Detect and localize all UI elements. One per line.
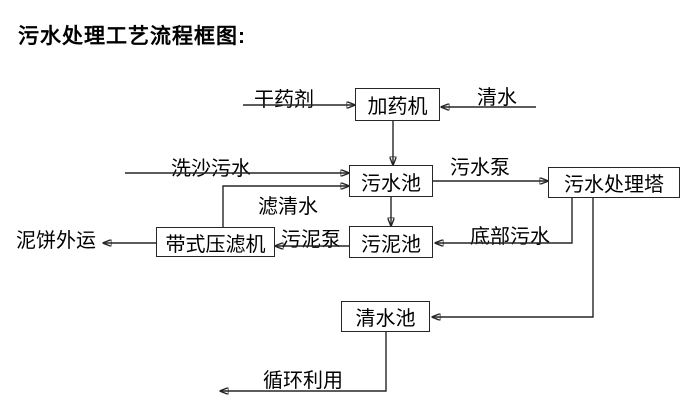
label-sludge-pump: 污泥泵 bbox=[281, 229, 341, 251]
node-sewage-pool-label: 污水池 bbox=[361, 172, 421, 195]
label-recycle: 循环利用 bbox=[263, 370, 343, 392]
page-title: 污水处理工艺流程框图: bbox=[18, 25, 246, 48]
node-dosing-machine-label: 加药机 bbox=[367, 96, 428, 118]
node-sludge-pool-label: 污泥池 bbox=[361, 233, 421, 256]
node-belt-filter-press-label: 带式压滤机 bbox=[165, 233, 266, 256]
node-clean-water-pool-label: 清水池 bbox=[355, 308, 416, 330]
node-sludge-pool: 污泥池 bbox=[349, 226, 433, 258]
node-treatment-tower-label: 污水处理塔 bbox=[564, 174, 664, 196]
label-filtered-water: 滤清水 bbox=[258, 196, 318, 218]
node-clean-water-pool: 清水池 bbox=[341, 301, 430, 332]
node-sewage-pool: 污水池 bbox=[349, 165, 433, 197]
label-mud-cake-out: 泥饼外运 bbox=[16, 230, 96, 252]
node-treatment-tower: 污水处理塔 bbox=[548, 167, 680, 198]
label-clean-water: 清水 bbox=[477, 87, 517, 109]
label-bottom-sewage: 底部污水 bbox=[470, 226, 550, 248]
label-sewage-pump: 污水泵 bbox=[450, 157, 510, 179]
edge-tower-to-clean-pool bbox=[432, 198, 594, 317]
node-dosing-machine: 加药机 bbox=[355, 88, 440, 121]
node-belt-filter-press: 带式压滤机 bbox=[156, 227, 275, 257]
label-dry-chemical: 干药剂 bbox=[254, 89, 314, 111]
label-sand-wash-sewage: 洗沙污水 bbox=[171, 158, 251, 180]
